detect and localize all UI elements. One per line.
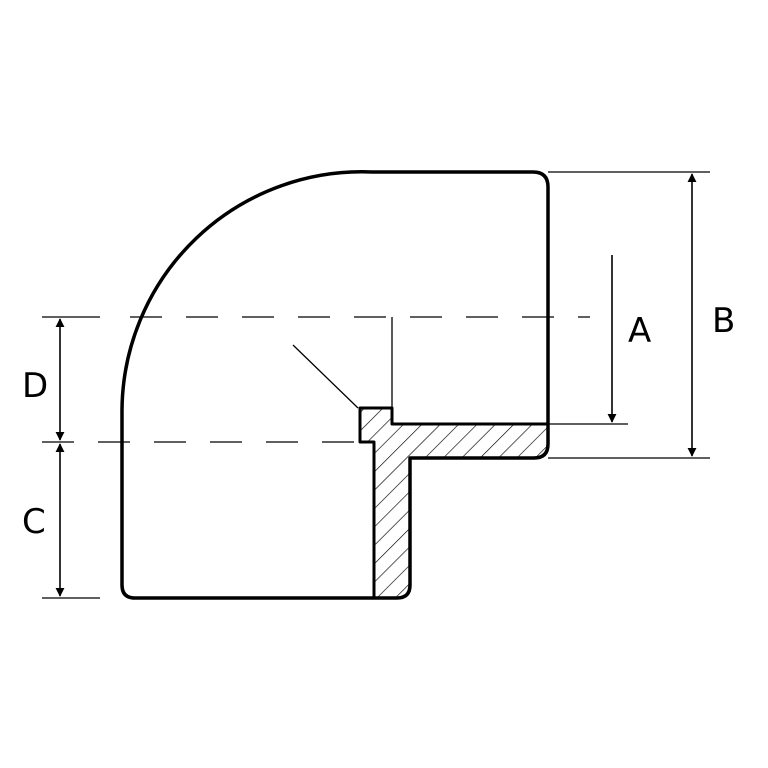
dimension-label-a: A: [628, 311, 651, 351]
dimension-label-c: C: [22, 502, 46, 542]
leader-diagonal: [292, 344, 359, 409]
hatched-wall-section: [358, 406, 550, 600]
dimension-label-b: B: [712, 301, 735, 341]
dimension-label-d: D: [22, 366, 48, 406]
